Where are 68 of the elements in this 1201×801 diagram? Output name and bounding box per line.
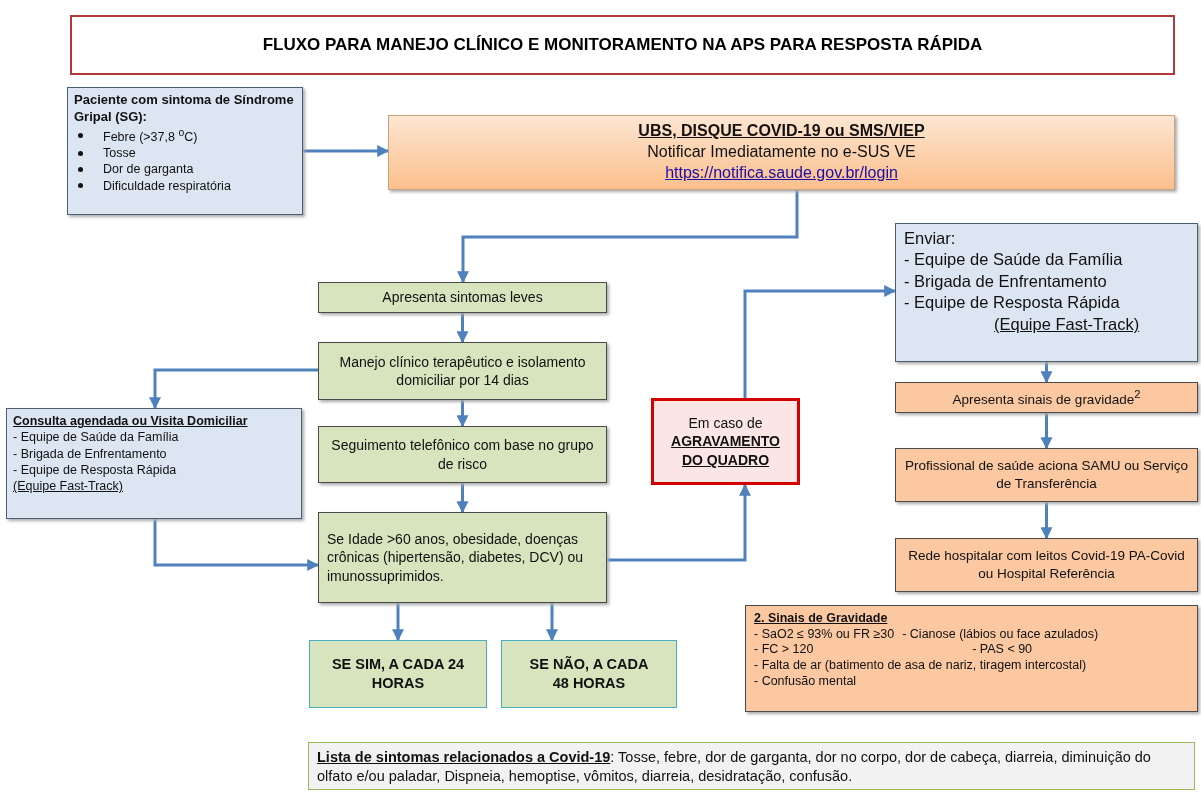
symptom-text: Dor de garganta (103, 161, 194, 178)
heading-text: Consulta agendada ou Visita Domiciliar (13, 413, 249, 430)
arrow (546, 603, 558, 642)
symptom-text: Dificuldade respiratória (103, 177, 231, 194)
symptom-box (67, 87, 303, 215)
arrow (743, 285, 897, 398)
step-text: Apresenta sinais de gravidade$^{2}$ (951, 386, 1142, 408)
notification-box (388, 115, 1175, 190)
sign-item: - Cianose (lábios ou face azulados) (902, 626, 1100, 643)
arrow (303, 145, 390, 157)
team-item: - Equipe de Resposta Rápida (13, 461, 178, 478)
outcome-text: SE SIM, A CADA 24 HORAS (330, 655, 466, 693)
team-item: - Equipe de Saúde da Família (13, 429, 180, 446)
arrow (457, 190, 799, 284)
web-link: https://notifica.saude.gov.br/login (665, 162, 898, 183)
sign-item: - PAS < 90 (971, 642, 1034, 658)
arrow (1040, 413, 1053, 450)
title-banner: FLUXO PARA MANEJO CLÍNICO E MONITORAMENTO NA APS PARA RESPOSTA RÁPIDA (70, 15, 1175, 75)
symptom-text: Tosse (103, 145, 136, 162)
heading-text: Enviar: (904, 228, 957, 249)
step-text: Rede hospitalar com leitos Covid-19 PA-Covid ou Hospital Referência (907, 547, 1186, 583)
sign-item: - FC > 120 (754, 642, 815, 658)
arrow (149, 368, 318, 410)
team-note: (Equipe Fast-Track) (993, 313, 1140, 335)
heading-text: UBS, DISQUE COVID-19 ou SMS/VIEP (638, 121, 925, 142)
outcome-text: SE NÃO, A CADA 48 HORAS (528, 655, 650, 693)
arrow (456, 400, 469, 428)
heading-text: 2. Sinais de Gravidade (754, 611, 889, 627)
outcome-box (309, 640, 487, 708)
team-item: - Brigada de Enfrentamento (13, 445, 168, 462)
team-note: (Equipe Fast-Track) (13, 478, 124, 495)
instruction-text: Notificar Imediatamente no e-SUS VE (647, 142, 916, 163)
arrow (1040, 502, 1053, 540)
outcome-box (501, 640, 677, 708)
process-box (318, 512, 607, 603)
arrow (456, 313, 469, 344)
step-text: Manejo clínico terapêutico e isolamento domiciliar por 14 dias (338, 352, 587, 390)
team-box (895, 223, 1198, 362)
heading-text: Paciente com sintoma de Síndrome Gripal (SG): (74, 92, 295, 126)
symptom-text: Febre (>37,8 $^{o}$C) (103, 125, 198, 146)
step-text: Se Idade >60 anos, obesidade, doenças crônicas (hipertensão, diabetes, DCV) ou imunossuprimidos. (327, 530, 585, 585)
arrow (607, 483, 751, 562)
arrow (153, 519, 320, 571)
note-box (745, 605, 1198, 712)
arrow (456, 483, 469, 514)
alert-heading: AGRAVAMENTO DO QUADRO (670, 432, 781, 469)
process-box (895, 448, 1198, 502)
process-box (318, 342, 607, 400)
sign-item: - SaO2 ≤ 93% ou FR ≥30 (754, 626, 895, 643)
sign-item: - Confusão mental (754, 673, 858, 690)
step-text: Apresenta sintomas leves (381, 288, 544, 307)
arrow (392, 603, 404, 642)
sign-item: - Falta de ar (batimento de asa de nariz, tiragem intercostal) (754, 657, 1088, 674)
step-text: Profissional de saúde aciona SAMU ou Serviço de Transferência (904, 457, 1189, 493)
symptom-list-text: Lista de sintomas relacionados a Covid-19: Tosse, febre, dor de garganta, dor no corpo, dor de cabeça, diarreia, diminuição do olfato e/ou paladar, Dispneia, hemoptise, vômitos, diarreia, desidratação, confusão. (317, 748, 1152, 786)
alert-box (651, 398, 800, 485)
process-box (895, 382, 1198, 413)
team-item: - Equipe de Saúde da Família (904, 249, 1124, 271)
team-box (6, 408, 302, 519)
process-box (318, 282, 607, 313)
team-item: - Brigada de Enfrentamento (904, 270, 1108, 292)
team-item: - Equipe de Resposta Rápida (904, 292, 1121, 314)
note-box (308, 742, 1195, 790)
process-box (895, 538, 1198, 592)
arrow (1040, 362, 1053, 384)
alert-intro-text: Em caso de (687, 414, 764, 433)
process-box (318, 426, 607, 483)
step-text: Seguimento telefônico com base no grupo de risco (330, 436, 595, 473)
